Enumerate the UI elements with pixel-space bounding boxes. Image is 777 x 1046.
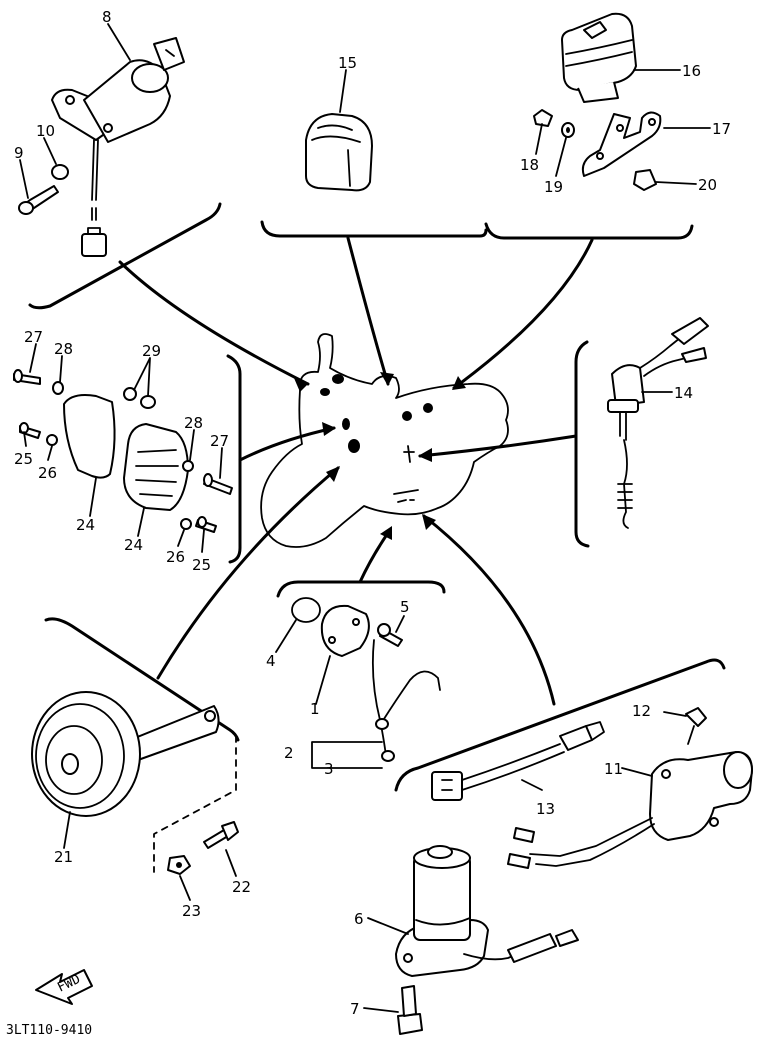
- label-27a: 27: [24, 328, 43, 346]
- lead-wire-part-13: [431, 721, 605, 801]
- part-labels: 8 10 9 15 16 17 18 19 20 14 27 28 29 28 …: [6, 8, 731, 1038]
- hardware-parts-25-29: [13, 369, 233, 533]
- label-24b: 24: [124, 536, 143, 554]
- sensor-part-11: [507, 751, 753, 869]
- nut-part-19: [561, 122, 575, 138]
- grommet-part-20: [633, 169, 657, 191]
- frame-outline: [260, 333, 509, 548]
- screw-part-9: [18, 185, 59, 215]
- label-23: 23: [182, 902, 201, 920]
- nut-part-23: [167, 855, 191, 875]
- label-16: 16: [682, 62, 701, 80]
- lead-parts-2-3: [311, 639, 441, 769]
- label-26b: 26: [166, 548, 185, 566]
- label-5: 5: [400, 598, 410, 616]
- label-27b: 27: [210, 432, 229, 450]
- label-17: 17: [712, 120, 731, 138]
- label-25b: 25: [192, 556, 211, 574]
- label-18: 18: [520, 156, 539, 174]
- label-12: 12: [632, 702, 651, 720]
- pump-part-6: [395, 845, 579, 977]
- label-28a: 28: [54, 340, 73, 358]
- label-6: 6: [354, 910, 364, 928]
- horn-part-21: [31, 691, 220, 817]
- label-7: 7: [350, 1000, 360, 1018]
- label-14: 14: [674, 384, 693, 402]
- bolt-part-18: [533, 109, 553, 127]
- label-11: 11: [604, 760, 623, 778]
- label-4: 4: [266, 652, 276, 670]
- label-20: 20: [698, 176, 717, 194]
- relay-part-15: [305, 113, 373, 192]
- label-3: 3: [324, 760, 334, 778]
- label-2: 2: [284, 744, 294, 762]
- screw-part-5: [377, 623, 403, 647]
- sender-plate-part-1: [320, 604, 370, 657]
- flasher-relay-part-16: [561, 12, 637, 103]
- label-1: 1: [310, 700, 320, 718]
- washer-part-10: [51, 164, 69, 180]
- label-25a: 25: [14, 450, 33, 468]
- label-13: 13: [536, 800, 555, 818]
- connector-arrows: [118, 236, 594, 706]
- label-22: 22: [232, 878, 251, 896]
- catalog-code: 3LT110-9410: [6, 1023, 92, 1038]
- label-9: 9: [14, 144, 24, 162]
- label-24a: 24: [76, 516, 95, 534]
- label-15: 15: [338, 54, 357, 72]
- label-10: 10: [36, 122, 55, 140]
- label-29: 29: [142, 342, 161, 360]
- bracket-part-17: [581, 111, 662, 177]
- reflector-part-24-left: [63, 394, 116, 479]
- label-19: 19: [544, 178, 563, 196]
- label-8: 8: [102, 8, 112, 26]
- fwd-arrow-icon: FWD: [35, 969, 93, 1005]
- bolt-part-7: [397, 985, 423, 1035]
- leader-lines: [19, 23, 711, 1013]
- o-ring-part-4: [291, 597, 321, 623]
- switch-lead-part-14: [607, 317, 709, 529]
- bolt-part-12: [685, 707, 707, 745]
- label-28b: 28: [184, 414, 203, 432]
- reflector-part-24-right: [123, 423, 189, 511]
- main-switch-part-8: [51, 37, 185, 257]
- bolt-part-22: [203, 821, 239, 849]
- label-21: 21: [54, 848, 73, 866]
- label-26a: 26: [38, 464, 57, 482]
- section-brackets: [28, 202, 726, 792]
- horn-dashed-bracket: [153, 735, 237, 873]
